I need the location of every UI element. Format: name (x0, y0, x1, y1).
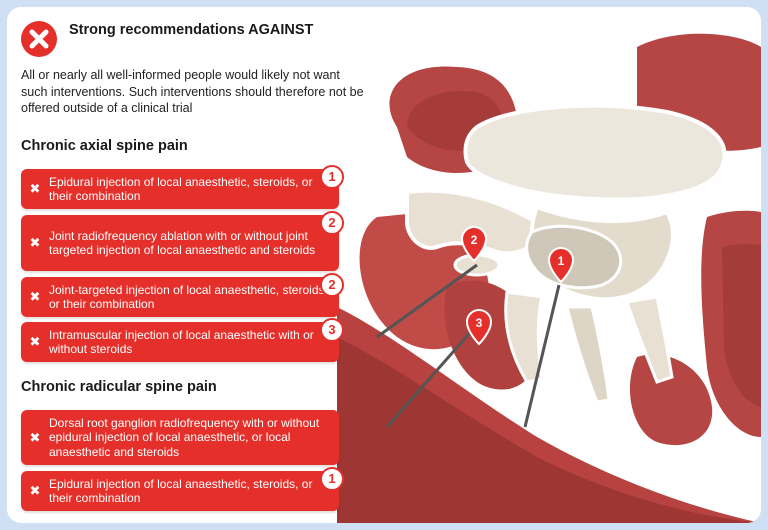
cross-mark-icon: ✖ (29, 181, 41, 196)
marker-1: 1 (547, 247, 575, 284)
recommendation-text: Intramuscular injection of local anaesth… (49, 327, 314, 357)
spinal-canal (525, 224, 623, 290)
needle-2 (376, 263, 478, 339)
vertebra-arch (405, 188, 550, 256)
number-badge: 1 (320, 165, 344, 189)
spine-illustration: 2 1 3 (337, 33, 761, 523)
cross-mark-icon: ✖ (29, 429, 41, 445)
marker-3-label: 3 (476, 316, 483, 330)
recommendation-card: ✖ Epidural injection of local anaestheti… (21, 165, 344, 209)
header-title: Strong recommendations AGAINST (69, 22, 314, 38)
section-title-radicular: Chronic radicular spine pain (21, 379, 217, 395)
cross-mark-icon: ✖ (29, 334, 41, 349)
recommendation-panel: 2 1 3 Strong recommendations AGAINST All… (7, 7, 761, 523)
recommendation-card: ✖ Joint radiofrequency ablation with or … (21, 211, 344, 271)
marker-1-label: 1 (558, 254, 565, 268)
number-badge: 1 (320, 467, 344, 491)
number-badge: 2 (320, 211, 344, 235)
number-badge: 3 (320, 318, 344, 342)
recommendation-card: ✖ Intramuscular injection of local anaes… (21, 318, 344, 362)
recommendation-card: ✖ Epidural injection of local anaestheti… (21, 467, 344, 511)
cross-mark-icon: ✖ (29, 483, 41, 498)
marker-3: 3 (465, 309, 493, 346)
recommendation-text: Joint radiofrequency ablation with or wi… (49, 228, 316, 258)
recommendation-card: ✖ Joint-targeted injection of local anae… (21, 273, 344, 317)
cross-mark-icon: ✖ (29, 235, 41, 250)
header-description: All or nearly all well-informed people w… (21, 68, 364, 115)
recommendation-text: Joint-targeted injection of local anaest… (49, 282, 328, 312)
vertebra-body (463, 103, 727, 202)
needle-1 (523, 284, 561, 428)
marker-2: 2 (460, 226, 488, 263)
recommendation-text: Epidural injection of local anaesthetic,… (49, 476, 313, 506)
marker-2-label: 2 (471, 233, 478, 247)
cross-icon (21, 21, 57, 57)
cross-mark-icon: ✖ (29, 289, 41, 304)
number-badge: 2 (320, 273, 344, 297)
recommendation-card: ✖ Dorsal root ganglion radiofrequency wi… (21, 410, 339, 465)
recommendation-text: Epidural injection of local anaesthetic,… (49, 174, 313, 204)
needle-3 (385, 326, 477, 428)
section-title-axial: Chronic axial spine pain (21, 138, 188, 154)
recommendation-text: Dorsal root ganglion radiofrequency with… (49, 415, 320, 459)
